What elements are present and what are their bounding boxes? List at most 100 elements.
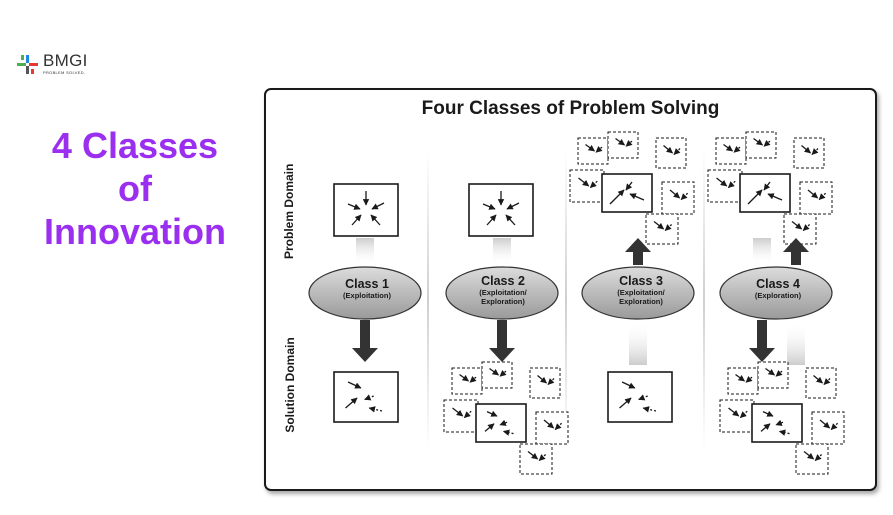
class-4-problem-dashed-box: [793, 137, 825, 169]
vector-arrow: [811, 148, 819, 155]
class-2-solution-dashed-box: [443, 399, 479, 433]
converging-arrow: [505, 214, 516, 226]
vector-arrow: [537, 375, 547, 384]
class-2-solution-dashed-box: [529, 367, 561, 399]
vector-arrow: [615, 137, 626, 146]
class-4-down-arrow: [749, 320, 775, 362]
converging-arrow: [370, 214, 381, 226]
vector-arrow: [775, 370, 783, 377]
vector-arrow: [499, 419, 508, 426]
converging-arrow: [506, 202, 520, 210]
vector-arrow: [807, 189, 819, 199]
vector-arrow: [723, 143, 734, 152]
vector-arrow: [778, 429, 790, 436]
vector-arrow: [547, 378, 555, 385]
converging-arrow: [747, 189, 763, 205]
vector-arrow: [364, 394, 374, 401]
column-divider: [565, 150, 567, 450]
vector-arrow: [823, 378, 831, 385]
class-3-problem-dashed-box: [645, 213, 679, 245]
vector-arrow: [538, 454, 547, 461]
class-3-problem-dashed-box: [577, 137, 609, 165]
class-2-solution-dashed-box: [519, 443, 553, 475]
class-3-problem-dashed-box: [655, 137, 687, 169]
axis-label-problem-domain: Problem Domain: [282, 163, 296, 259]
slide-title: 4 Classes of Innovation: [20, 124, 250, 253]
vector-arrow: [499, 370, 507, 377]
class-3-transition-bar: [629, 322, 647, 365]
slide-title-line-3: Innovation: [44, 211, 226, 252]
class-3-solution-box: [607, 371, 673, 423]
class-4-problem-dashed-box: [745, 131, 777, 159]
class-1-name: Class 1: [345, 277, 389, 291]
four-classes-diagram: Four Classes of Problem Solving Problem …: [264, 88, 877, 491]
converging-arrow: [629, 193, 645, 201]
vector-arrow: [775, 419, 784, 426]
vector-arrow: [760, 423, 771, 432]
class-1-transition-bar: [356, 238, 374, 265]
vector-arrow: [802, 224, 811, 231]
class-1-solution-box: [333, 371, 399, 423]
vector-arrow: [727, 180, 736, 189]
vector-arrow: [716, 177, 728, 187]
class-4-solution-dashed-box: [811, 411, 845, 445]
class-4-solution-dashed-box: [727, 367, 759, 395]
bmgi-logo-icon: [17, 55, 38, 74]
converging-arrow: [763, 181, 771, 191]
converging-arrow: [767, 193, 783, 201]
vector-arrow: [814, 454, 823, 461]
vector-arrow: [619, 397, 632, 409]
vector-arrow: [347, 381, 362, 389]
vector-arrow: [669, 189, 681, 199]
vector-arrow: [554, 422, 563, 431]
class-2-description: (Exploitation/ Exploration): [479, 288, 527, 306]
class-2-label: Class 2 (Exploitation/ Exploration): [448, 274, 558, 306]
vector-arrow: [735, 373, 746, 382]
class-1-description: (Exploitation): [343, 291, 391, 300]
logo-tagline: PROBLEM SOLVED.: [43, 70, 86, 75]
class-4-ellipse: [719, 266, 833, 320]
converging-arrow: [625, 181, 633, 191]
class-3-up-arrow: [625, 238, 651, 265]
vector-arrow: [762, 410, 774, 417]
class-4-solution-dashed-box: [805, 367, 837, 399]
class-4-problem-dashed-box: [799, 181, 833, 215]
class-4-transition-bar-top: [753, 238, 771, 265]
vector-arrow: [739, 410, 748, 419]
slide-title-line-1: 4 Classes: [51, 125, 219, 166]
vector-arrow: [484, 423, 495, 432]
class-4-problem-solid-box: [739, 173, 791, 213]
vector-arrow: [638, 394, 648, 401]
vector-arrow: [680, 192, 689, 201]
class-1-ellipse: [308, 266, 422, 320]
converging-arrow: [351, 214, 362, 226]
vector-arrow: [803, 450, 815, 460]
class-2-solution-dashed-box: [481, 361, 513, 389]
class-4-label: Class 4 (Exploration): [723, 277, 833, 300]
diagram-canvas: [308, 131, 845, 475]
class-1-down-arrow: [352, 320, 378, 362]
vector-arrow: [543, 419, 555, 429]
converging-arrow: [609, 189, 625, 205]
vector-arrow: [765, 367, 776, 376]
vector-arrow: [527, 450, 539, 460]
vector-arrow: [345, 397, 358, 409]
figure-title: Four Classes of Problem Solving: [421, 98, 720, 119]
vector-arrow: [801, 145, 811, 154]
class-4-problem-dashed-box: [707, 169, 743, 203]
converging-arrow: [482, 203, 496, 210]
vector-arrow: [813, 375, 823, 384]
vector-arrow: [459, 373, 470, 382]
vector-arrow: [728, 407, 740, 417]
axis-label-solution-domain: Solution Domain: [283, 337, 297, 433]
converging-arrow: [486, 214, 497, 226]
vector-arrow: [733, 146, 741, 153]
vector-arrow: [663, 145, 673, 154]
vector-arrow: [763, 140, 771, 147]
class-4-transition-bar-bottom: [787, 322, 805, 365]
vector-arrow: [578, 177, 590, 187]
class-4-problem-dashed-box: [715, 137, 747, 165]
class-1-label: Class 1 (Exploitation): [312, 277, 422, 300]
converging-arrow: [347, 203, 361, 210]
vector-arrow: [819, 419, 831, 429]
